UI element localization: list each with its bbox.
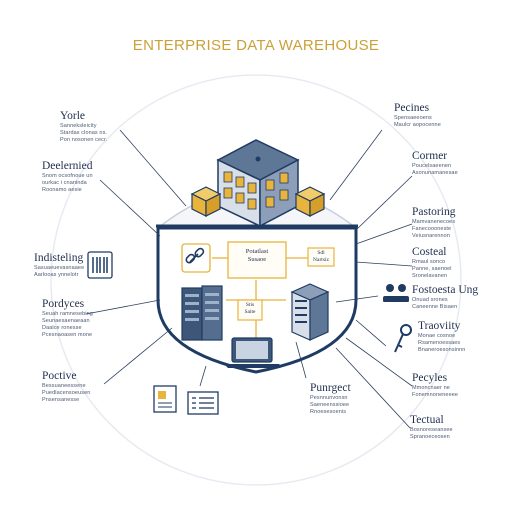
label-left-1: Yorle Sanneksleicity Stardas clonas ns. …: [60, 110, 180, 144]
label-sub: Sronelavanen: [412, 273, 448, 279]
label-heading: Pecines: [394, 102, 430, 114]
label-sub: Bnaneroesonsinnn: [418, 347, 466, 353]
label-right-4: Costeal Rmaul sonco Panne, saenoel Srone…: [412, 246, 508, 280]
label-sub: Roonamo aesie: [42, 187, 82, 193]
label-sub: Puedlacensoeusen: [42, 390, 91, 396]
label-heading: Indisteling: [34, 252, 84, 264]
leader-lines: [85, 129, 413, 429]
label-sub: Pon nosonen cecr.: [60, 137, 108, 143]
server-rack-icon-left: [181, 285, 223, 341]
crate-icon-right: [294, 186, 326, 217]
label-sub: Rmaul sonco: [412, 259, 446, 265]
crate-icon-left: [190, 186, 222, 217]
mid-box-text: Stis Saite: [238, 302, 262, 316]
label-sub: Spranoeceosen: [410, 434, 450, 440]
server-rack-icon-right: [290, 283, 330, 341]
label-heading: Fostoesta Ung: [412, 284, 479, 296]
side-box-line1: Sdl: [317, 250, 325, 256]
people-icon: [383, 284, 409, 302]
label-sub: ourkac i cnaninda: [42, 180, 87, 186]
label-sub: Fanecoooneste: [412, 226, 452, 232]
label-right-5: Fostoesta Ung Onuad srones Caneenne Bisa…: [412, 284, 508, 311]
center-box-line2: Susaoe: [247, 256, 267, 263]
list-icon: [187, 391, 219, 415]
label-left-4: Pordyces Seuah ramnesebing Seunaesaenaea…: [42, 298, 162, 339]
center-process-box: [227, 241, 287, 279]
mid-box-line2: Saite: [244, 309, 256, 315]
label-right-7: Pecyles Mmoncnaer ne Fonemnoneneeee: [412, 372, 508, 399]
label-heading: Pecyles: [412, 372, 448, 384]
label-heading: Yorle: [60, 110, 86, 122]
label-sub: Pesnnunvonsn: [310, 395, 348, 401]
label-sub: Saeneenssioee: [310, 402, 350, 408]
label-right-8: Tectual Bosnoreseansee Spranoeceosen: [410, 414, 508, 441]
building-icon: [216, 139, 300, 228]
label-sub: Onuad srones: [412, 297, 448, 303]
label-sub: Seuah ramnesebing: [42, 311, 93, 317]
label-heading: Poctive: [42, 370, 77, 382]
label-sub: Panne, saenoel: [412, 266, 452, 272]
label-sub: Monae cosnoe: [418, 333, 456, 339]
label-left-3: Indisteling Sasuaeuevasnaaee Aarlooas yn…: [34, 252, 154, 279]
label-heading: Pastoring: [412, 206, 456, 218]
label-sub: Stardas clonas ns.: [60, 130, 108, 136]
label-heading: Tectual: [410, 414, 444, 426]
label-sub: Asonunamanesae: [412, 170, 458, 176]
label-right-1: Pecines Spensaeeoens Maulcr aopocenne: [394, 102, 494, 129]
label-heading: Pordyces: [42, 298, 85, 310]
label-sub: Pcesnaoasen mone: [42, 332, 93, 338]
label-sub: Bosnoreseansee: [410, 427, 453, 433]
side-box-text: Sdl Nartsiz: [308, 250, 334, 264]
key-icon: [394, 324, 412, 353]
barcode-icon: [87, 251, 113, 279]
laptop-icon: [224, 337, 280, 368]
label-heading: Deelernied: [42, 160, 93, 172]
label-sub: Fonemnoneneeee: [412, 392, 459, 398]
label-sub: Poucelsaeenen: [412, 163, 452, 169]
label-sub: Mamvanenecoes: [412, 219, 456, 225]
label-sub: Rnoesesoenis: [310, 409, 347, 415]
label-sub: Rsamenoessaes: [418, 340, 461, 346]
label-right-2: Cormer Poucelsaeenen Asonunamanesae: [412, 150, 508, 177]
label-heading: Traoviity: [418, 320, 461, 332]
label-left-2: Deelernied Snom ocsofnoue un ourkac i cn…: [42, 160, 162, 194]
mid-box-line1: Stis: [245, 302, 255, 308]
label-sub: Caneenne Bisaen: [412, 304, 458, 310]
label-sub: Aarlooas ynnelotr: [34, 272, 79, 278]
label-heading: Punrgect: [310, 382, 351, 394]
document-icon: [153, 385, 177, 413]
label-bottom: Punrgect Pesnnunvonsn Saeneenssioee Rnoe…: [310, 382, 400, 416]
label-sub: Spensaeeoens: [394, 115, 432, 121]
label-sub: Bessuaneessene: [42, 383, 86, 389]
label-sub: Mmoncnaer ne: [412, 385, 450, 391]
shield-outline: [156, 226, 358, 374]
page-title: ENTERPRISE DATA WAREHOUSE: [132, 37, 380, 54]
label-sub: Snom ocsofnoue un: [42, 173, 93, 179]
label-left-5: Poctive Bessuaneessene Puedlacensoeusen …: [42, 370, 162, 404]
label-sub: Veiusnarennon: [412, 233, 450, 239]
mid-process-box: [237, 299, 263, 321]
label-sub: Maulcr aopocenne: [394, 122, 441, 128]
label-heading: Cormer: [412, 150, 448, 162]
side-box-line2: Nartsiz: [313, 257, 329, 263]
label-sub: Pnsensanesse: [42, 397, 80, 403]
label-heading: Costeal: [412, 246, 447, 258]
label-sub: Sanneksleicity: [60, 123, 97, 129]
outer-circle: [50, 74, 462, 486]
label-right-3: Pastoring Mamvanenecoes Fanecoooneste Ve…: [412, 206, 508, 240]
center-box-text: Potatlast Susaoe: [228, 248, 286, 264]
side-process-box: [307, 247, 335, 267]
link-icon: [185, 247, 205, 264]
label-right-6: Traoviity Monae cosnoe Rsamenoessaes Bna…: [418, 320, 508, 354]
label-sub: Daalce ronesse: [42, 325, 82, 331]
center-box-line1: Potatlast: [245, 248, 269, 255]
label-sub: Sasuaeuevasnaaee: [34, 265, 85, 271]
label-sub: Seunaesaenaeaan: [42, 318, 90, 324]
